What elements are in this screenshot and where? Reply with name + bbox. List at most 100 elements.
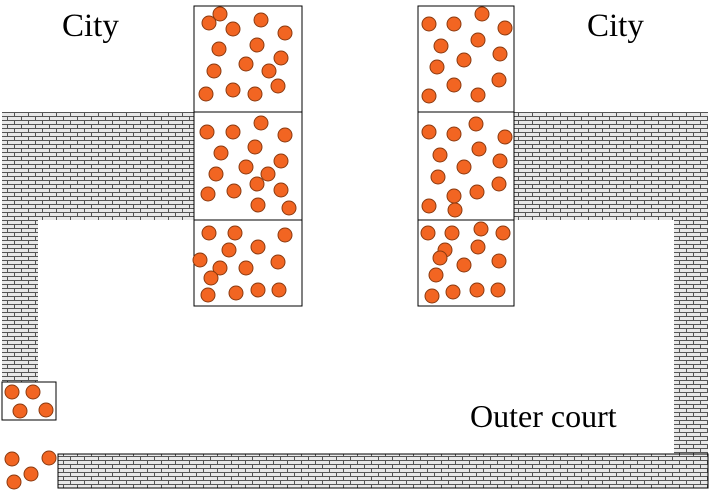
person-dot <box>421 16 437 32</box>
person-dot <box>225 21 241 37</box>
person-dot <box>492 153 508 169</box>
person-dot <box>469 184 485 200</box>
person-dot <box>446 126 462 142</box>
person-dot <box>491 72 507 88</box>
person-dot <box>473 221 489 237</box>
person-dot <box>471 141 487 157</box>
person-dot <box>203 270 219 286</box>
person-dot <box>474 6 490 22</box>
person-dot <box>192 252 208 268</box>
person-dot <box>470 87 486 103</box>
person-dot <box>445 284 461 300</box>
person-dot <box>198 86 214 102</box>
person-dot <box>424 288 440 304</box>
person-dot <box>273 50 289 66</box>
person-dot <box>250 239 266 255</box>
person-dot <box>4 451 20 467</box>
person-dot <box>270 254 286 270</box>
person-dot <box>199 124 215 140</box>
person-dot <box>495 225 511 241</box>
person-dot <box>260 166 276 182</box>
person-dot <box>221 242 237 258</box>
person-dot <box>250 282 266 298</box>
person-dot <box>201 15 217 31</box>
person-dot <box>468 116 484 132</box>
person-dot <box>238 260 254 276</box>
city-right-label: City <box>587 8 644 44</box>
wall-bottom <box>57 453 709 489</box>
person-dot <box>433 38 449 54</box>
wall-right-vertical <box>674 220 708 454</box>
person-dot <box>200 186 216 202</box>
wall-left-vertical <box>2 220 38 382</box>
person-dot <box>497 20 513 36</box>
person-dot <box>432 250 448 266</box>
person-dot <box>238 159 254 175</box>
person-dot <box>273 153 289 169</box>
person-dot <box>277 127 293 143</box>
person-dot <box>253 115 269 131</box>
person-dot <box>225 124 241 140</box>
person-dot <box>273 182 289 198</box>
person-dot <box>38 402 54 418</box>
person-dot <box>228 285 244 301</box>
person-dot <box>261 63 277 79</box>
person-dot <box>470 239 486 255</box>
wall-top-left <box>2 112 194 220</box>
person-dot <box>447 202 463 218</box>
person-dot <box>446 16 462 32</box>
person-dot <box>227 225 243 241</box>
person-dot <box>429 59 445 75</box>
person-dot <box>247 139 263 155</box>
person-dot <box>249 176 265 192</box>
person-dot <box>497 129 513 145</box>
person-dot <box>428 267 444 283</box>
person-dot <box>432 147 448 163</box>
person-dot <box>270 78 286 94</box>
person-dot <box>247 86 263 102</box>
person-dot <box>490 282 506 298</box>
city-left-label: City <box>62 8 119 44</box>
person-dot <box>446 77 462 93</box>
person-dot <box>41 450 57 466</box>
person-dot <box>277 25 293 41</box>
person-dot <box>238 56 254 72</box>
person-dot <box>23 466 39 482</box>
person-dot <box>225 82 241 98</box>
person-dot <box>253 12 269 28</box>
person-dot <box>491 253 507 269</box>
person-dot <box>456 52 472 68</box>
person-dot <box>421 198 437 214</box>
person-dot <box>213 145 229 161</box>
person-dot <box>212 6 228 22</box>
person-dot <box>421 124 437 140</box>
person-dot <box>456 257 472 273</box>
person-dot <box>469 282 485 298</box>
wall-top-right <box>512 112 708 220</box>
person-dot <box>212 260 228 276</box>
person-dot <box>277 227 293 243</box>
person-dot <box>25 384 41 400</box>
person-dot <box>470 32 486 48</box>
person-dot <box>430 169 446 185</box>
person-dot <box>208 166 224 182</box>
person-dot <box>446 188 462 204</box>
people-circles <box>4 6 513 490</box>
person-dot <box>444 225 460 241</box>
person-dot <box>206 63 222 79</box>
person-dot <box>491 176 507 192</box>
person-dot <box>201 225 217 241</box>
person-dot <box>12 403 28 419</box>
person-dot <box>421 88 437 104</box>
person-dot <box>249 37 265 53</box>
person-dot <box>250 197 266 213</box>
person-dot <box>456 159 472 175</box>
person-dot <box>492 46 508 62</box>
person-dot <box>200 287 216 303</box>
person-dot <box>420 225 436 241</box>
person-dot <box>211 41 227 57</box>
person-dot <box>4 384 20 400</box>
outer-court-label: Outer court <box>470 398 617 434</box>
